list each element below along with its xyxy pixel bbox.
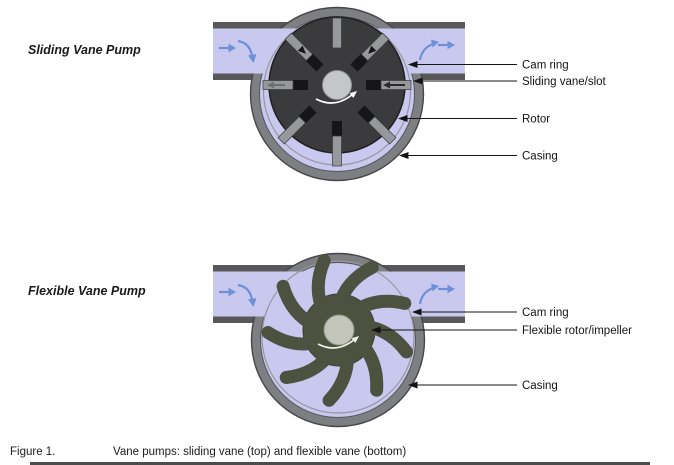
vane-blade [277, 115, 307, 145]
title-sliding-vane-pump: Sliding Vane Pump [28, 43, 141, 57]
cam-ring [261, 260, 415, 414]
flow-arrow-curved-icon [237, 39, 257, 63]
vane-slot [357, 105, 376, 124]
impeller-hub [323, 314, 355, 346]
impeller-arm [276, 279, 322, 333]
flow-arrow-curved-icon [418, 283, 439, 305]
callout-cam-ring-top: Cam ring [408, 60, 569, 72]
impeller-arm [261, 326, 325, 351]
figure-number: Figure 1. [10, 446, 56, 458]
sliding-vane [357, 105, 397, 145]
label-cam-ring: Cam ring [522, 307, 569, 319]
vane-slot [298, 105, 317, 124]
sliding-vane-pump-drawing [213, 6, 465, 182]
flow-arrow-icon [219, 43, 236, 53]
sliding-vanes [262, 17, 412, 167]
sliding-vane [277, 105, 317, 145]
impeller-arm [311, 254, 331, 319]
arrowhead-icon [399, 152, 409, 159]
callout-rotor: Rotor [398, 114, 550, 126]
label-sliding-vane-slot: Sliding vane/slot [522, 76, 607, 88]
sliding-vane [332, 17, 342, 49]
flexible-vane-pump-drawing [213, 252, 465, 428]
flow-arrow-icon [438, 284, 455, 294]
callout-casing-top: Casing [399, 151, 558, 163]
flexible-impeller [261, 254, 413, 407]
slide-arrow-icon [368, 45, 377, 54]
label-flexible-rotor-impeller: Flexible rotor/impeller [522, 325, 632, 337]
impeller-arm [332, 260, 379, 313]
label-casing: Casing [522, 151, 558, 163]
arrowhead-icon [398, 115, 408, 122]
rotation-arrow [317, 336, 359, 349]
sliding-vane [366, 80, 412, 90]
callout-cam-ring-bottom: Cam ring [412, 307, 569, 319]
flow-arrows-bottom [219, 283, 455, 307]
vane-blade [367, 115, 397, 145]
arrowhead-icon [371, 326, 381, 334]
slide-arrow-icon [267, 81, 274, 89]
slide-arrow-icon [297, 45, 306, 54]
arrowhead-icon [412, 308, 422, 316]
arrowhead-icon [408, 381, 418, 389]
sliding-vane [284, 32, 324, 72]
label-casing: Casing [522, 380, 558, 392]
label-cam-ring: Cam ring [522, 60, 569, 72]
callout-casing-bottom: Casing [408, 380, 558, 392]
label-rotor: Rotor [522, 114, 550, 126]
title-flexible-vane-pump: Flexible Vane Pump [28, 284, 146, 298]
arrowhead-icon [413, 77, 423, 85]
sliding-vane [332, 121, 342, 167]
impeller-arm [356, 319, 413, 359]
figure-caption-text: Vane pumps: sliding vane (top) and flexi… [113, 446, 407, 458]
rotor-hub [322, 70, 352, 100]
vane-blade [332, 17, 342, 49]
callout-flexible-rotor: Flexible rotor/impeller [371, 325, 632, 337]
callout-sliding-vane-slot: Sliding vane/slot [413, 76, 607, 88]
impeller-arm [322, 346, 354, 407]
vane-slot [292, 80, 308, 90]
impeller-arm [279, 346, 338, 384]
flow-arrow-icon [438, 40, 455, 50]
flow-arrow-icon [219, 287, 236, 297]
slide-arrow-icon [383, 81, 390, 89]
flow-arrows-top [219, 39, 455, 63]
rotation-arrow [315, 91, 357, 104]
sliding-vane [262, 80, 308, 90]
vane-slot [350, 53, 369, 72]
cutoff-strip [30, 462, 650, 465]
arrowhead-icon [408, 61, 418, 68]
flow-arrow-curved-icon [418, 39, 439, 61]
sliding-vane [350, 32, 390, 72]
vane-slot [305, 53, 324, 72]
vane-slot [332, 121, 342, 137]
vane-slot [366, 80, 382, 90]
flow-arrow-curved-icon [237, 283, 257, 307]
vane-blade [332, 135, 342, 167]
impeller-arm [347, 294, 412, 319]
impeller-arm [353, 335, 384, 397]
